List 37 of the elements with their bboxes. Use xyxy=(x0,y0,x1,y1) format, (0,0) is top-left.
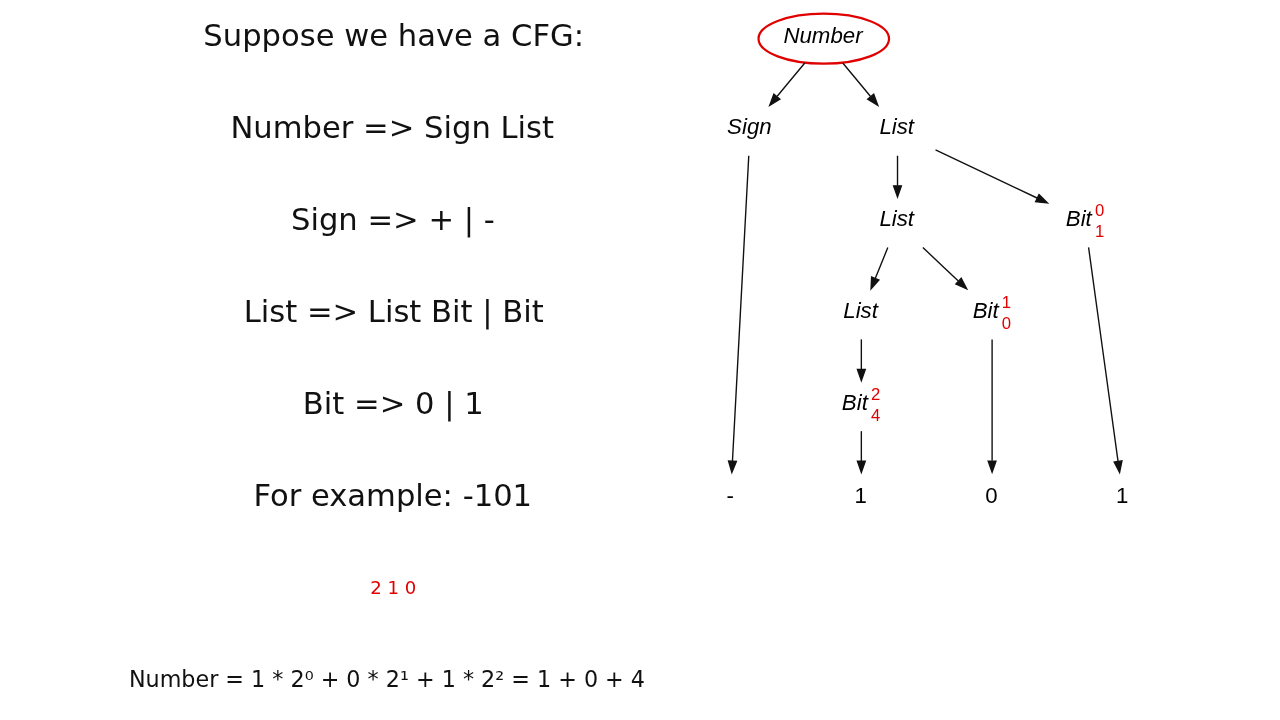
arrow xyxy=(855,338,866,383)
arrow xyxy=(869,246,888,291)
node-text: Bit xyxy=(972,297,999,323)
label: Suppose we have a CFG: xyxy=(202,18,584,54)
label: Bit => 0 | 1 xyxy=(302,385,484,421)
arrow xyxy=(855,430,866,475)
label: List => List Bit | Bit xyxy=(243,293,544,329)
node-label: 0 xyxy=(1094,201,1104,221)
node-text: Bit xyxy=(841,389,868,415)
arrow xyxy=(841,62,879,107)
node-text: List xyxy=(878,206,914,232)
node-label: 2 xyxy=(870,384,880,404)
node-text: 0 xyxy=(984,483,998,509)
arrow xyxy=(727,155,749,475)
arrow xyxy=(892,155,902,200)
node-label: 0 xyxy=(1001,313,1011,333)
node-text: 1 xyxy=(1115,483,1128,509)
label: Number = 1 * 2⁰ + 0 * 2¹ + 1 * 2² = 1 + 0 + 4 xyxy=(128,665,645,692)
arrow xyxy=(934,149,1049,204)
node-label: 1 xyxy=(1001,292,1011,312)
node-text: Sign xyxy=(726,114,772,140)
arrow xyxy=(986,338,997,475)
label: 2 1 0 xyxy=(369,577,416,599)
node-text: Bit xyxy=(1065,206,1092,232)
arrow xyxy=(1087,246,1123,475)
node-label: 1 xyxy=(1094,222,1104,242)
arrow xyxy=(921,246,968,291)
node-text: List xyxy=(842,297,878,323)
node-text: - xyxy=(725,483,734,509)
label: Number => Sign List xyxy=(229,110,554,146)
node-ellipse: Number xyxy=(756,12,890,65)
label: Sign => + | - xyxy=(290,202,495,238)
node-label: 4 xyxy=(870,405,880,425)
node-text: List xyxy=(878,114,914,140)
arrow xyxy=(767,62,805,107)
label: For example: -101 xyxy=(252,477,532,513)
node-text: 1 xyxy=(853,483,867,509)
